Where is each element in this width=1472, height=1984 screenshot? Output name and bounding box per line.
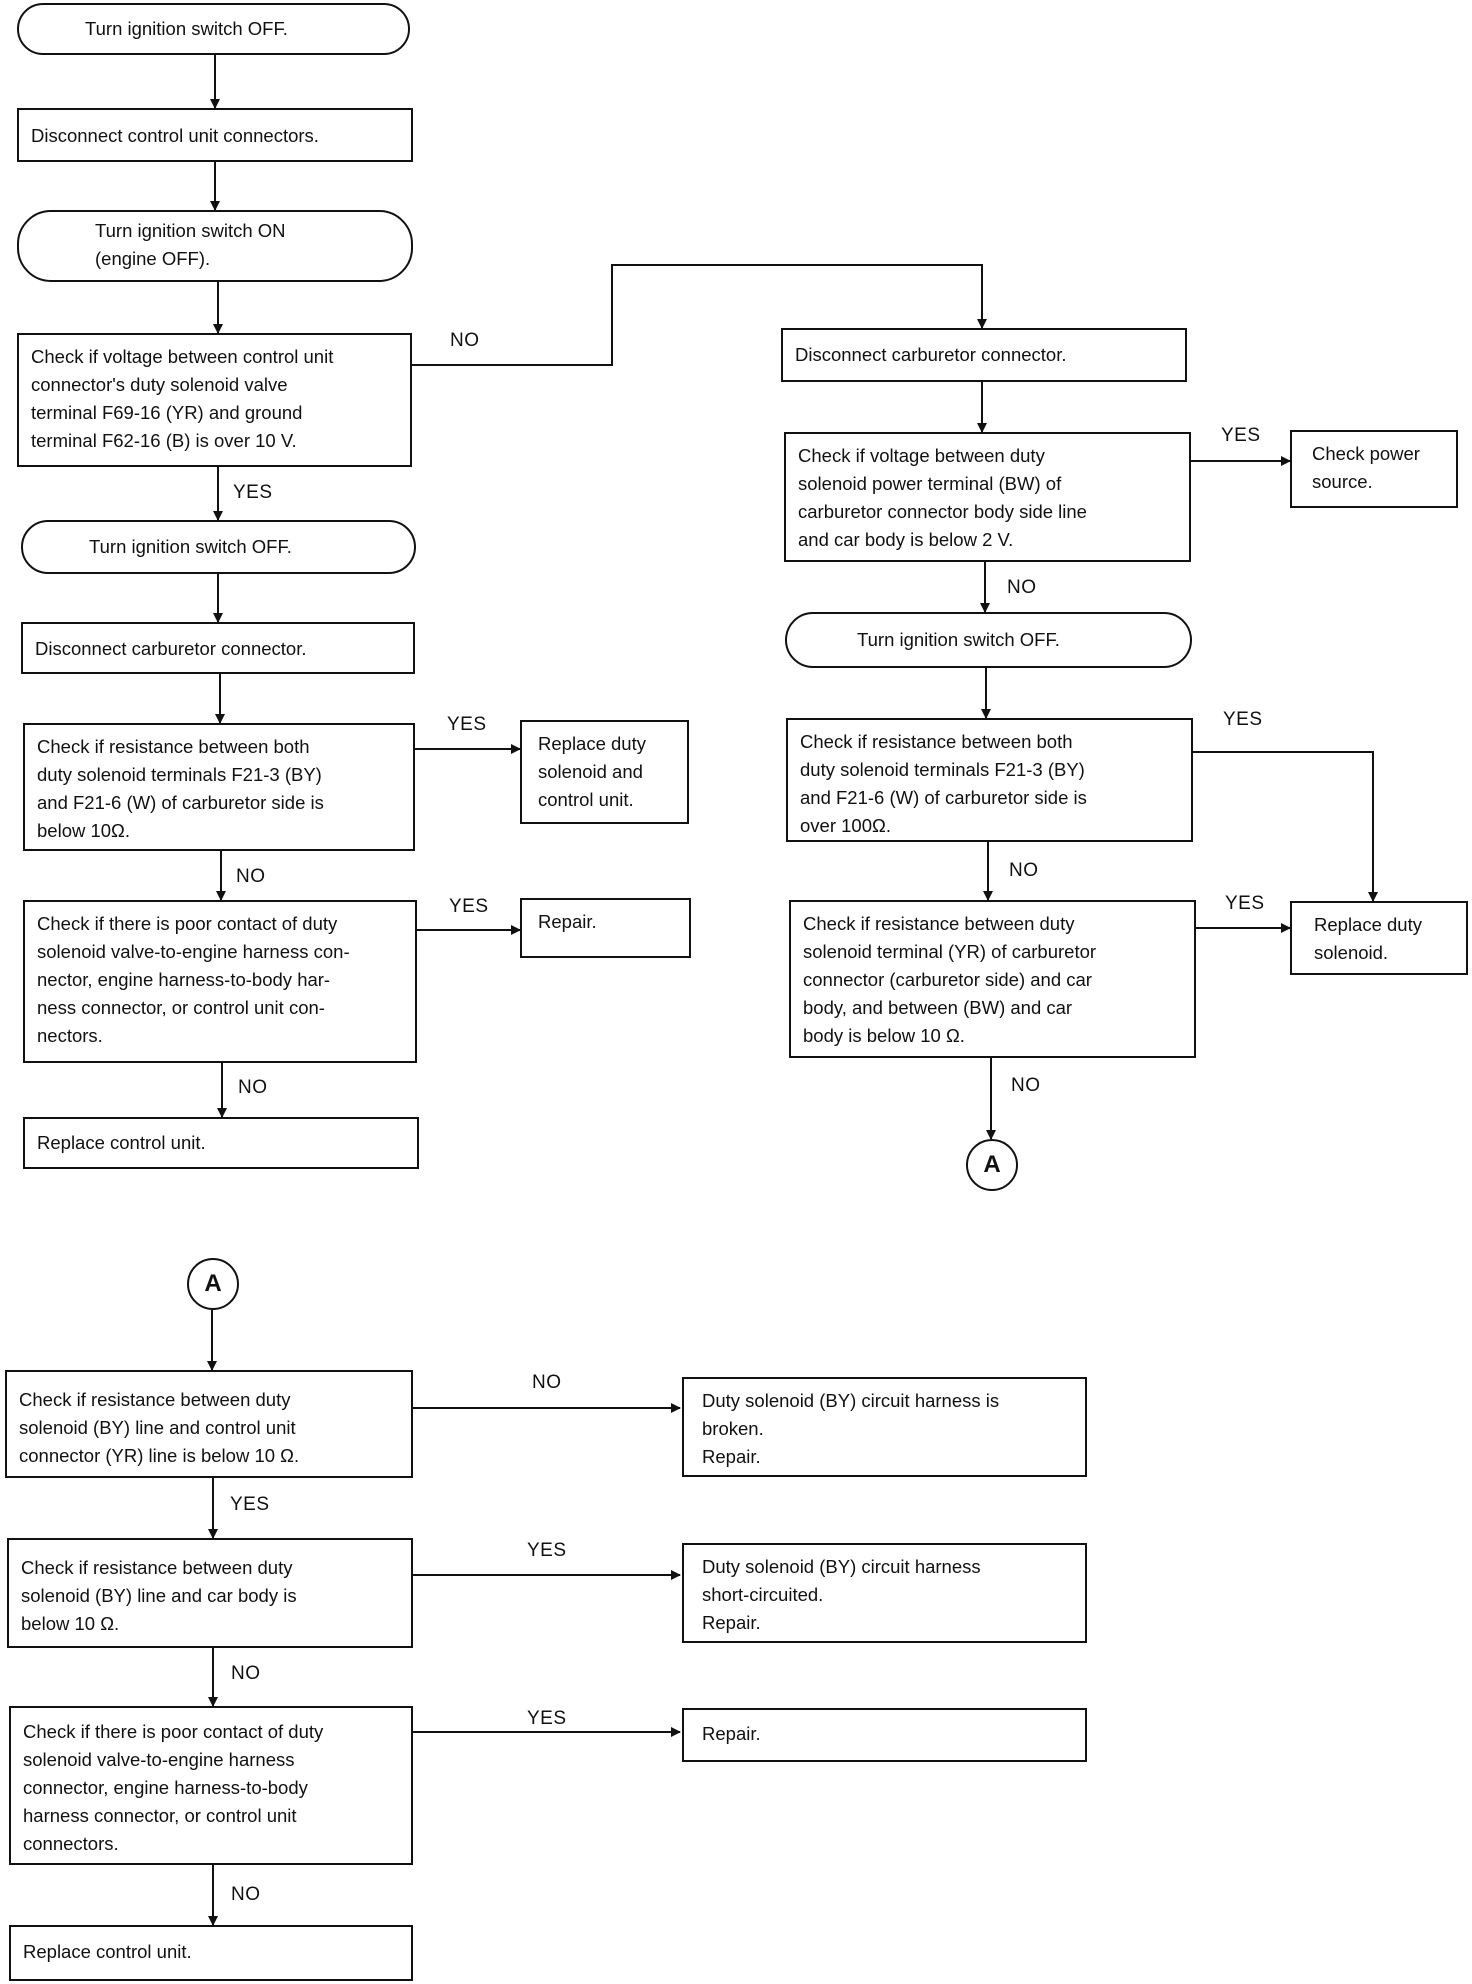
label-b5-yes: YES [527,1708,567,1729]
label-b1-no: NO [532,1372,562,1393]
result-replace-control-unit-2: Replace control unit. [9,1925,413,1981]
result-replace-solenoid-and-unit: Replace duty solenoid and control unit. [520,720,689,824]
arrow-n4-r1 [412,264,987,366]
label-n4-no: NO [450,330,480,351]
result-replace-solenoid: Replace duty solenoid. [1290,901,1468,975]
check-resistance-below-10: Check if resistance between both duty so… [23,723,415,851]
check-voltage-power-terminal: Check if voltage between duty solenoid p… [784,432,1191,562]
label-n4-yes: YES [233,482,273,503]
step-ignition-off-3: Turn ignition switch OFF. [785,612,1192,668]
label-r5-no: NO [1009,860,1039,881]
step-disconnect-control-unit: Disconnect control unit connectors. [17,108,413,162]
label-b5-no: NO [231,1884,261,1905]
check-voltage-control-unit: Check if voltage between control unit co… [17,333,412,467]
label-r6-yes: YES [1225,893,1265,914]
result-harness-broken: Duty solenoid (BY) circuit harness is br… [682,1377,1087,1477]
check-resistance-over-100: Check if resistance between both duty so… [786,718,1193,842]
step-ignition-off-2: Turn ignition switch OFF. [21,520,416,574]
check-poor-contact-2: Check if there is poor contact of duty s… [9,1706,413,1865]
check-poor-contact-1: Check if there is poor contact of duty s… [23,900,417,1063]
label-b1-yes: YES [230,1494,270,1515]
result-check-power-source: Check power source. [1290,430,1458,508]
result-replace-control-unit-1: Replace control unit. [23,1117,419,1169]
label-n9-yes: YES [449,896,489,917]
label-b3-no: NO [231,1663,261,1684]
label-r2-no: NO [1007,577,1037,598]
result-repair-2: Repair. [682,1708,1087,1762]
step-disconnect-carburetor-1: Disconnect carburetor connector. [21,622,415,674]
result-harness-short: Duty solenoid (BY) circuit harness short… [682,1543,1087,1643]
label-n7-no: NO [236,866,266,887]
label-b3-yes: YES [527,1540,567,1561]
check-resistance-terminal-yr: Check if resistance between duty solenoi… [789,900,1196,1058]
arrow-r5-r7 [1193,751,1378,902]
label-r5-yes: YES [1223,709,1263,730]
connector-a-in: A [187,1258,239,1310]
label-n7-yes: YES [447,714,487,735]
label-n9-no: NO [238,1077,268,1098]
result-repair-1: Repair. [520,898,691,958]
step-disconnect-carburetor-2: Disconnect carburetor connector. [781,328,1187,382]
step-ignition-on: Turn ignition switch ON (engine OFF). [17,210,413,282]
check-resistance-by-body: Check if resistance between duty solenoi… [7,1538,413,1648]
connector-a-out: A [966,1139,1018,1191]
check-resistance-by-yr: Check if resistance between duty solenoi… [5,1370,413,1478]
label-r2-yes: YES [1221,425,1261,446]
step-ignition-off-1: Turn ignition switch OFF. [17,3,410,55]
label-r6-no: NO [1011,1075,1041,1096]
